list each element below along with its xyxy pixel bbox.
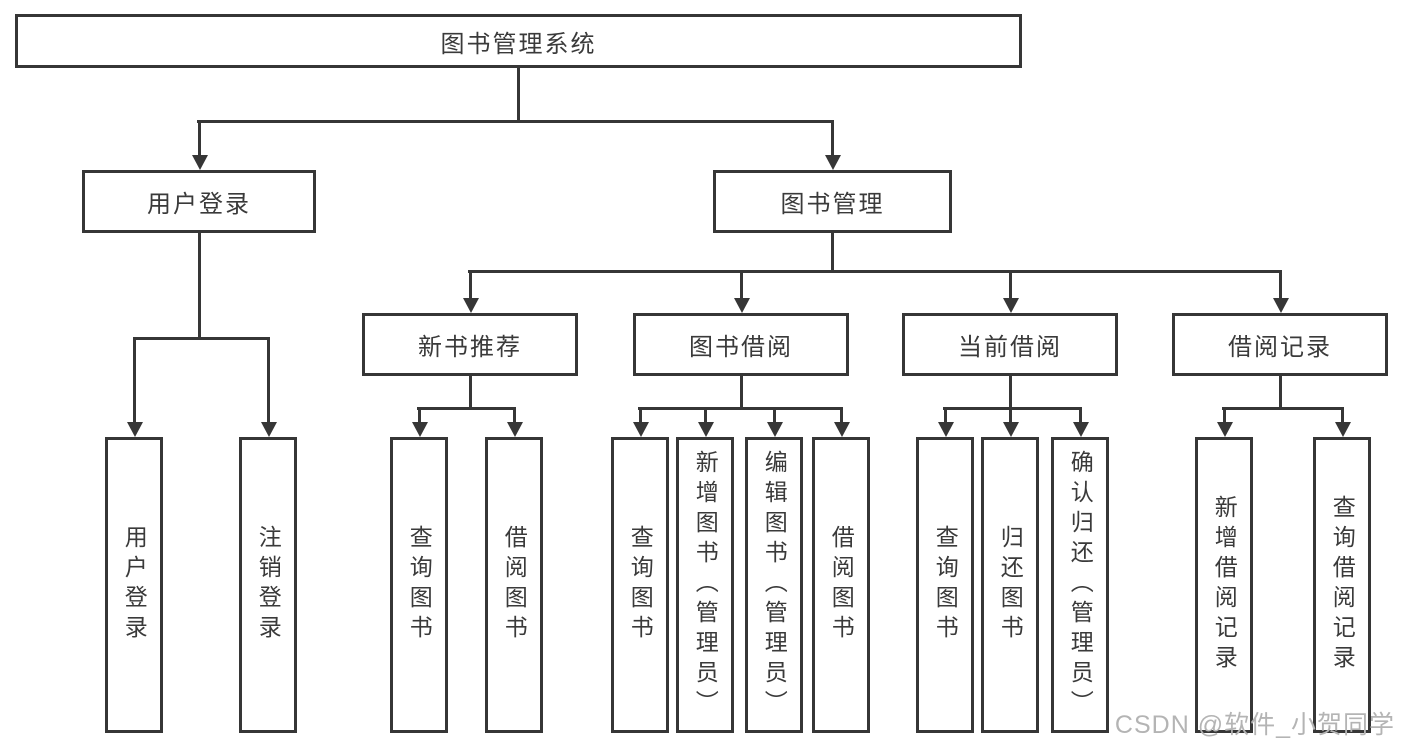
leaf-user-login-label: 用户登录 [121, 525, 148, 645]
arrow-down-icon [463, 298, 479, 313]
node-book-borrow-label: 图书借阅 [689, 334, 793, 361]
node-library-system-label: 图书管理系统 [440, 30, 597, 58]
node-book-management: 图书管理 [713, 170, 952, 233]
arrow-down-icon [938, 422, 954, 437]
arrow-down-icon [261, 422, 277, 437]
leaf-recommend-borrow-book-label: 借阅图书 [501, 525, 528, 645]
leaf-records-add-record: 新增借阅记录 [1195, 437, 1253, 733]
connector-line [133, 337, 270, 340]
node-book-management-label: 图书管理 [780, 191, 885, 218]
leaf-borrow-add-book-admin-label: 新增图书（管理员） [692, 450, 719, 720]
connector-line [704, 410, 707, 424]
node-current-borrow-label: 当前借阅 [958, 334, 1062, 361]
node-book-borrow: 图书借阅 [633, 313, 849, 376]
leaf-borrow-edit-book-admin-label: 编辑图书（管理员） [761, 450, 788, 720]
connector-line [773, 410, 776, 424]
leaf-borrow-query-book: 查询图书 [611, 437, 669, 733]
arrow-down-icon [1003, 422, 1019, 437]
leaf-logout-label: 注销登录 [255, 525, 282, 645]
connector-line [1279, 376, 1282, 407]
arrow-down-icon [1335, 422, 1351, 437]
arrow-down-icon [633, 422, 649, 437]
connector-line [740, 376, 743, 407]
connector-line [517, 68, 520, 123]
arrow-down-icon [192, 155, 208, 170]
connector-line [1223, 410, 1226, 424]
arrow-down-icon [1003, 298, 1019, 313]
connector-line [831, 233, 834, 270]
connector-line [1341, 410, 1344, 424]
connector-line [1009, 273, 1012, 300]
leaf-records-query-record-label: 查询借阅记录 [1329, 495, 1356, 675]
connector-line [1222, 407, 1344, 410]
watermark: CSDN @软件_小贺同学 [1114, 711, 1395, 739]
arrow-down-icon [412, 422, 428, 437]
node-borrow-records: 借阅记录 [1172, 313, 1388, 376]
connector-line [943, 407, 1082, 410]
connector-line [469, 273, 472, 300]
connector-line [417, 407, 516, 410]
connector-line [513, 410, 516, 424]
node-new-book-recommend-label: 新书推荐 [418, 334, 522, 361]
arrow-down-icon [1073, 422, 1089, 437]
leaf-current-confirm-return-admin-label: 确认归还（管理员） [1067, 450, 1094, 720]
leaf-borrow-add-book-admin: 新增图书（管理员） [676, 437, 734, 733]
arrow-down-icon [734, 298, 750, 313]
connector-line [840, 410, 843, 424]
leaf-borrow-borrow-book: 借阅图书 [812, 437, 870, 733]
leaf-current-return-book-label: 归还图书 [997, 525, 1024, 645]
arrow-down-icon [825, 155, 841, 170]
arrow-down-icon [507, 422, 523, 437]
leaf-current-confirm-return-admin: 确认归还（管理员） [1051, 437, 1109, 733]
connector-line [198, 233, 201, 337]
leaf-logout: 注销登录 [239, 437, 297, 733]
arrow-down-icon [698, 422, 714, 437]
connector-line [1009, 410, 1012, 424]
leaf-records-add-record-label: 新增借阅记录 [1211, 495, 1238, 675]
node-new-book-recommend: 新书推荐 [362, 313, 578, 376]
connector-line [197, 120, 834, 123]
leaf-recommend-query-book: 查询图书 [390, 437, 448, 733]
node-borrow-records-label: 借阅记录 [1228, 334, 1332, 361]
leaf-current-query-book-label: 查询图书 [932, 525, 959, 645]
node-current-borrow: 当前借阅 [902, 313, 1118, 376]
connector-line [468, 270, 1282, 273]
arrow-down-icon [767, 422, 783, 437]
connector-line [1009, 376, 1012, 407]
leaf-current-return-book: 归还图书 [981, 437, 1039, 733]
connector-line [1079, 410, 1082, 424]
leaf-borrow-query-book-label: 查询图书 [627, 525, 654, 645]
connector-line [267, 340, 270, 424]
leaf-current-query-book: 查询图书 [916, 437, 974, 733]
leaf-recommend-borrow-book: 借阅图书 [485, 437, 543, 733]
leaf-user-login: 用户登录 [105, 437, 163, 733]
connector-line [1279, 273, 1282, 300]
connector-line [639, 410, 642, 424]
node-user-login: 用户登录 [82, 170, 316, 233]
leaf-recommend-query-book-label: 查询图书 [406, 525, 433, 645]
connector-line [740, 273, 743, 300]
node-user-login-label: 用户登录 [147, 191, 251, 218]
connector-line [198, 123, 201, 157]
node-library-system: 图书管理系统 [15, 14, 1022, 68]
arrow-down-icon [834, 422, 850, 437]
connector-line [638, 407, 843, 410]
connector-line [831, 123, 834, 157]
leaf-records-query-record: 查询借阅记录 [1313, 437, 1371, 733]
arrow-down-icon [1273, 298, 1289, 313]
connector-line [469, 376, 472, 407]
connector-line [944, 410, 947, 424]
connector-line [133, 340, 136, 424]
arrow-down-icon [1217, 422, 1233, 437]
arrow-down-icon [127, 422, 143, 437]
leaf-borrow-borrow-book-label: 借阅图书 [828, 525, 855, 645]
connector-line [418, 410, 421, 424]
leaf-borrow-edit-book-admin: 编辑图书（管理员） [745, 437, 803, 733]
